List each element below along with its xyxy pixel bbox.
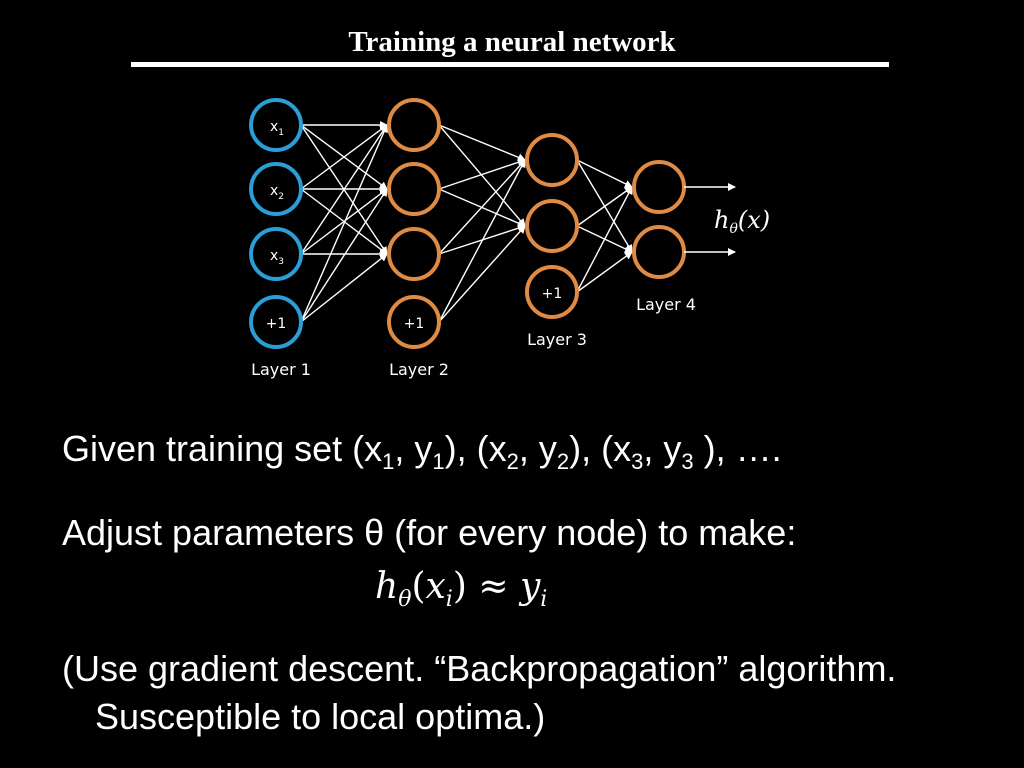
input-node-x3 [249, 227, 303, 281]
edge-l2-1-to-l3-2 [438, 124, 526, 227]
edge-l3-3-to-l4-1 [576, 186, 633, 293]
output-node-2 [632, 225, 686, 279]
input-x3-label: x3 [270, 248, 284, 267]
hypothesis-formula: hθ(xi) ≈ yi [375, 566, 548, 612]
edge-l1-3-to-l2-2 [300, 188, 388, 255]
layer2-label: Layer 2 [389, 360, 449, 379]
layer4-label: Layer 4 [636, 295, 696, 314]
edge-l3-1-to-l4-1 [576, 159, 633, 188]
layer3-label: Layer 3 [527, 330, 587, 349]
slide-title: Training a neural network [348, 26, 676, 58]
edge-l3-3-to-l4-2 [576, 251, 633, 293]
edge-l1-4-to-l2-3 [300, 253, 388, 323]
network-edges [300, 121, 633, 323]
edge-l1-4-to-l2-1 [300, 124, 388, 323]
neural-network-diagram: x1 x2 x3 +1 +1 +1 Layer 1 Layer 2 Layer … [249, 98, 770, 379]
training-set-line: Given training set (x1, y1), (x2, y2), (… [62, 428, 782, 474]
edge-l1-4-to-l2-2 [300, 188, 388, 323]
edge-l3-2-to-l4-1 [576, 186, 633, 227]
input-node-x1 [249, 98, 303, 152]
input-x1-label: x1 [270, 119, 284, 138]
layer2-node-1 [387, 98, 441, 152]
local-optima-line: Susceptible to local optima.) [95, 696, 546, 737]
adjust-parameters-line: Adjust parameters θ (for every node) to … [62, 512, 797, 553]
edge-l1-3-to-l2-1 [300, 124, 388, 255]
layer2-node-3 [387, 227, 441, 281]
edge-l1-2-to-l2-1 [300, 124, 388, 190]
edge-l2-2-to-l3-1 [438, 158, 526, 190]
layer2-node-2 [387, 162, 441, 216]
edge-l2-4-to-l3-1 [438, 159, 526, 323]
bias-node-layer2 [387, 295, 441, 349]
output-node-1 [632, 160, 686, 214]
layer3-node-2 [525, 199, 579, 253]
bias-node-layer2-label: +1 [404, 316, 425, 332]
edge-l2-1-to-l3-1 [438, 124, 526, 162]
gradient-descent-line: (Use gradient descent. “Backpropagation”… [62, 648, 897, 689]
title-underline [131, 62, 889, 67]
edge-l2-3-to-l3-1 [438, 159, 526, 255]
bias-node-layer1-label: +1 [266, 316, 287, 332]
input-x2-label: x2 [270, 183, 284, 202]
network-nodes [249, 98, 686, 349]
input-node-x2 [249, 162, 303, 216]
output-hypothesis-label: hθ(x) [714, 206, 770, 237]
bias-node-layer3 [525, 265, 579, 319]
layer1-label: Layer 1 [251, 360, 311, 379]
edge-l2-4-to-l3-2 [438, 225, 526, 323]
bias-node-layer1 [249, 295, 303, 349]
layer3-node-1 [525, 133, 579, 187]
bias-node-layer3-label: +1 [542, 286, 563, 302]
